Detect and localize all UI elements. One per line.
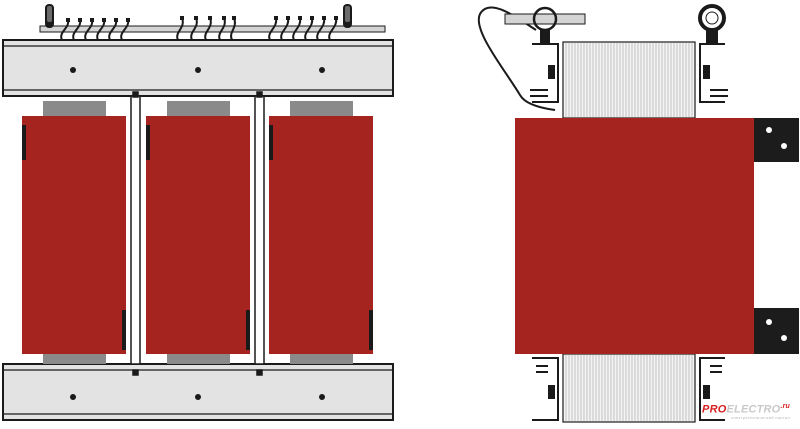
terminal-lead-icon [230, 17, 236, 41]
coil-phase-c [269, 101, 373, 364]
side-view [477, 4, 799, 423]
terminal-lead-icon [190, 17, 198, 41]
brand-pro: PRO [702, 403, 727, 416]
terminal-lead-icon [268, 17, 278, 41]
terminal-lead-icon [280, 17, 290, 41]
lifting-lug-right [343, 4, 352, 28]
core-tie-rods [130, 91, 265, 376]
mounting-bracket-icon [530, 43, 728, 421]
coil-phase-b [146, 101, 250, 364]
brand-watermark: PROELECTRO.ru электротехнический портал [702, 403, 790, 420]
core-laminations-top [562, 41, 696, 119]
terminal-lead-icon [292, 17, 302, 41]
terminal-block-top [754, 118, 799, 162]
terminal-lead-icon [328, 17, 338, 41]
lifting-lug-left [45, 4, 54, 28]
terminal-lead-icon [304, 17, 314, 41]
terminal-block-bottom [754, 308, 799, 354]
terminal-lead-icon [176, 17, 184, 41]
terminal-lead-icon [218, 17, 226, 41]
top-yoke [2, 39, 394, 97]
terminal-leads [60, 17, 338, 41]
lifting-eye-icon [698, 4, 726, 44]
coil-side [515, 118, 754, 354]
terminal-heads [66, 16, 338, 22]
brand-tld: .ru [780, 403, 790, 410]
brand-rest: ELECTRO [726, 403, 781, 416]
core-laminations-bottom [562, 353, 696, 423]
bottom-yoke [2, 363, 394, 421]
terminal-board [39, 25, 386, 33]
coil-phase-a [22, 101, 126, 364]
front-view [2, 4, 394, 421]
terminal-lead-icon [316, 17, 326, 41]
cable-icon [477, 6, 586, 111]
terminal-lead-icon [204, 17, 212, 41]
brand-tagline: электротехнический портал [731, 414, 790, 420]
